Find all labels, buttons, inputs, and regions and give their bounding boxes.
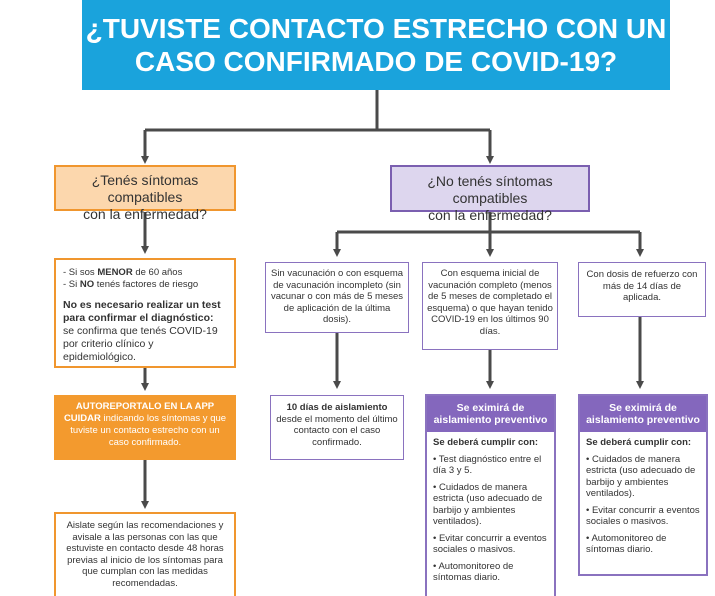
symptoms-question-box: ¿Tenés síntomas compatibles con la enfer… <box>54 165 236 222</box>
requirement-item: Evitar concurrir a eventos sociales o ma… <box>586 505 700 528</box>
requirement-item: Automonitoreo de síntomas diario. <box>433 561 548 584</box>
requirement-item: Automonitoreo de síntomas diario. <box>586 533 700 556</box>
symptoms-question-line-1: ¿Tenés síntomas compatibles <box>91 172 199 205</box>
vaccinated-condition-box: Con esquema inicial de vacunación comple… <box>422 262 558 350</box>
isolate-box: Aislate según las recomendaciones y avis… <box>54 512 236 596</box>
page-title: ¿TUVISTE CONTACTO ESTRECHO CON UN CASO C… <box>82 0 670 90</box>
requirement-item: Cuidados de manera estricta (uso adecuad… <box>586 454 700 500</box>
symptoms-question-line-2: con la enfermedad? <box>83 206 207 222</box>
title-line-1: ¿TUVISTE CONTACTO ESTRECHO CON UN <box>85 13 667 44</box>
requirement-item: Cuidados de manera estricta (uso adecuad… <box>433 482 548 528</box>
criteria-box: - Si sos MENOR de 60 años - Si NO tenés … <box>54 258 236 368</box>
exempt-box-booster: Se eximirá de aislamiento preventivo Se … <box>578 394 708 576</box>
exempt-header-vaccinated: Se eximirá de aislamiento preventivo <box>427 396 554 432</box>
isolation-10-days-box: 10 días de aislamiento desde el momento … <box>270 395 404 460</box>
must-comply-label: Se deberá cumplir con: <box>433 437 539 448</box>
criteria-age: - Si sos MENOR de 60 años <box>63 267 183 278</box>
no-symptoms-question-line-1: ¿No tenés síntomas compatibles <box>427 173 553 206</box>
requirement-item: Evitar concurrir a eventos sociales o ma… <box>433 533 548 556</box>
must-comply-label: Se deberá cumplir con: <box>586 437 692 448</box>
no-symptoms-question-line-2: con la enfermedad? <box>428 207 552 223</box>
no-symptoms-question-box: ¿No tenés síntomas compatibles con la en… <box>390 165 590 223</box>
exempt-header-booster: Se eximirá de aislamiento preventivo <box>580 396 706 432</box>
requirement-item: Test diagnóstico entre el día 3 y 5. <box>433 454 548 477</box>
exempt-box-vaccinated: Se eximirá de aislamiento preventivo Se … <box>425 394 556 596</box>
title-line-2: CASO CONFIRMADO DE COVID-19? <box>134 46 618 77</box>
autoreport-box: AUTOREPORTALO EN LA APP CUIDAR indicando… <box>54 395 236 460</box>
criteria-risk: - Si NO tenés factores de riesgo <box>63 278 199 290</box>
criteria-note: No es necesario realizar un test para co… <box>63 299 221 363</box>
booster-condition-box: Con dosis de refuerzo con más de 14 días… <box>578 262 706 317</box>
unvaccinated-condition-box: Sin vacunación o con esquema de vacunaci… <box>265 262 409 333</box>
